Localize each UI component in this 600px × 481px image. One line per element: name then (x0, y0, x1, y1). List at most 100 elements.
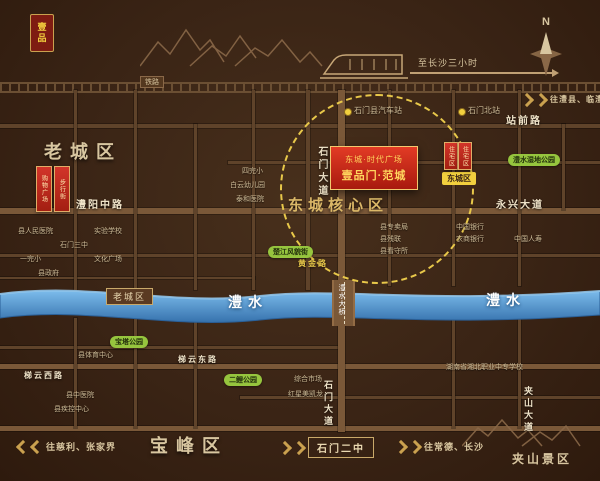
river-name-left: 澧水 (228, 294, 268, 310)
direction-label: 往慈利、张家界 (46, 442, 117, 452)
region-east-core: 东城核心区 (288, 197, 389, 214)
road-segment (74, 90, 77, 290)
direction-label: 往澧县、临澧 (550, 95, 600, 104)
poi-first-primary: 一完小 (20, 256, 41, 263)
road-segment (74, 318, 77, 428)
landmark-residential-2: 住宅区 (458, 142, 472, 170)
direction-northeast: 往澧县、临澧 (519, 92, 600, 107)
compass-n-label: N (542, 16, 550, 28)
scenic-area-label: 夹山景区 (512, 452, 573, 466)
road-name-huangjin: 黄金路 (298, 259, 328, 268)
road-segment (518, 318, 521, 428)
railway-label: 铁路 (140, 76, 164, 88)
direction-arrow-line (410, 72, 552, 74)
poi-sports-center: 县体育中心 (78, 352, 113, 359)
landmark-label: 步行街 (58, 178, 65, 200)
chevron-right-icon (291, 440, 307, 455)
road-name-yongxing: 永兴大道 (496, 200, 544, 211)
road-segment (134, 318, 137, 428)
road-segment (562, 124, 565, 210)
chevron-right-icon (407, 439, 423, 454)
poi-market: 综合市场 (294, 376, 322, 383)
road-name-jiashan-ave: 夹山大道 (523, 386, 533, 434)
station-dot-icon (344, 108, 352, 116)
mountains-icon (462, 418, 581, 447)
project-highlight-circle (280, 94, 474, 284)
poi-people-hospital: 县人民医院 (18, 228, 53, 235)
school-no2-label: 石门二中 (308, 437, 374, 458)
poi-pagoda-park: 宝塔公园 (110, 336, 148, 348)
landmark-shopping-plaza: 购物广场 (36, 166, 52, 212)
train-icon (320, 54, 408, 79)
train-caption: 至长沙三小时 (418, 58, 479, 68)
direction-label: 往常德、长沙 (424, 442, 485, 452)
road-segment (338, 322, 345, 432)
road-segment (518, 90, 521, 286)
road-segment (134, 90, 137, 290)
compass: N (528, 16, 564, 78)
poi-rail-station: 石门北站 (468, 106, 500, 115)
region-baofeng: 宝峰区 (150, 436, 228, 456)
poi-detention-house: 县看守所 (380, 248, 408, 255)
landmark-residential-1: 住宅区 (444, 142, 458, 170)
poi-bank-of-china: 中国银行 (456, 224, 484, 231)
poi-canlian: 县残联 (380, 236, 401, 243)
road-segment (0, 426, 600, 431)
school-no2-sign: 石门二中 (277, 437, 374, 458)
landmark-label: 住宅区 (461, 145, 468, 167)
road-segment (0, 364, 600, 369)
poi-bus-station: 石门县汽车站 (354, 106, 402, 115)
road-name-tiyun-west: 梯云西路 (24, 371, 64, 380)
poi-china-life: 中国人寿 (514, 236, 542, 243)
poi-taihe-hospital: 泰和医院 (236, 196, 264, 203)
seal-text: 壹品 (36, 22, 47, 44)
direction-southwest: 往慈利、张家界 (15, 439, 117, 454)
poi-fourth-primary: 四完小 (242, 168, 263, 175)
landmark-label: 购物广场 (40, 175, 47, 203)
developer-seal: 壹品 (30, 14, 54, 52)
bridge-name: 澧水大桥 (338, 284, 345, 316)
region-old-town: 老城区 (44, 142, 122, 162)
poi-third-middle-school: 石门三中 (60, 242, 88, 249)
river-name-right: 澧水 (486, 292, 526, 308)
east-district-badge: 东城区 (442, 172, 476, 185)
poi-wetland-park: 澧水湿地公园 (508, 154, 560, 166)
road-segment (452, 318, 455, 428)
arrow-head-icon (552, 69, 559, 77)
poi-culture-square: 文化广场 (94, 256, 122, 263)
road-name-liyang: 澧阳中路 (76, 200, 124, 211)
old-town-river-badge: 老城区 (106, 288, 154, 305)
poi-cdc: 县疾控中心 (54, 406, 89, 413)
poi-county-gov: 县政府 (38, 270, 59, 277)
poi-baiyun-kindergarten: 白云幼儿园 (230, 182, 265, 189)
road-name-zhanqian: 站前路 (506, 116, 542, 127)
chevron-right-icon (393, 439, 409, 454)
poi-erli-park: 二鲤公园 (224, 374, 262, 386)
poi-vocational-school: 湖南省湘北职业中专学校 (446, 364, 523, 371)
poi-monopoly-bureau: 县专卖局 (380, 224, 408, 231)
road-segment (240, 396, 600, 399)
landmark-label: 住宅区 (447, 145, 454, 167)
chevron-right-icon (277, 440, 293, 455)
road-name-shimen-ave-south: 石门大道 (323, 380, 333, 428)
road-segment (0, 277, 255, 279)
chevron-right-icon (519, 92, 535, 107)
road-segment (194, 318, 197, 428)
railway-line (0, 82, 600, 93)
poi-hongxing-mall: 红星美凯龙 (288, 391, 323, 398)
bridge (332, 280, 355, 326)
poi-experimental-school: 实验学校 (94, 228, 122, 235)
direction-southeast: 往常德、长沙 (393, 439, 485, 454)
project-name-line1: 东城·时代广场 (345, 154, 403, 164)
road-name-shimen-ave: 石门大道 (316, 146, 327, 198)
station-dot-icon (458, 108, 466, 116)
poi-fengmao-street: 楚江风貌街 (268, 246, 313, 258)
road-name-tiyun-east: 梯云东路 (178, 355, 218, 364)
project-name-line2: 壹品门·范城 (341, 169, 407, 182)
landmark-walking-street: 步行街 (54, 166, 70, 212)
mountains-icon (140, 28, 323, 67)
chevron-right-icon (533, 92, 549, 107)
road-segment (252, 90, 255, 290)
poi-tcm-hospital: 县中医院 (66, 392, 94, 399)
